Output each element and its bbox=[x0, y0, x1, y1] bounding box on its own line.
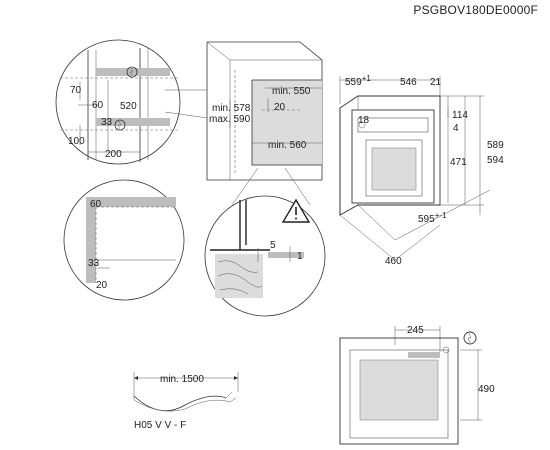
niche-min-550: min. 550 bbox=[272, 86, 311, 97]
zoom-dim-33: 33 bbox=[88, 258, 100, 269]
zoom-detail: 60 33 20 bbox=[63, 179, 185, 301]
niche-min-578: min. 578 bbox=[212, 103, 251, 114]
cabinet-dim-100: 100 bbox=[68, 136, 85, 147]
warning-detail: 5 1 bbox=[204, 195, 326, 317]
back-dim-245: 245 bbox=[407, 325, 424, 336]
oven-dim-589: 589 bbox=[487, 140, 504, 151]
oven-dim-18: 18 bbox=[358, 115, 370, 126]
document-code: PSGBOV180DE0000F bbox=[413, 3, 538, 17]
niche-min-560: min. 560 bbox=[268, 140, 307, 151]
niche-diagram: min. 578 max. 590 min. 550 20 min. 560 bbox=[206, 41, 323, 181]
oven-dim-546: 546 bbox=[400, 77, 417, 88]
back-view-diagram: 245 490 bbox=[339, 325, 495, 445]
oven-dim-4: 4 bbox=[453, 123, 459, 134]
cabinet-dim-200: 200 bbox=[105, 149, 122, 160]
cabinet-dim-70: 70 bbox=[70, 85, 82, 96]
oven-dim-21: 21 bbox=[430, 77, 442, 88]
power-plug-icon bbox=[463, 331, 477, 345]
niche-max-590: max. 590 bbox=[209, 114, 251, 125]
niche-dim-20: 20 bbox=[274, 102, 286, 113]
back-dim-490: 490 bbox=[478, 384, 495, 395]
cabinet-detail: 70 60 520 33 100 200 bbox=[55, 39, 181, 165]
warning-triangle-icon bbox=[281, 198, 311, 223]
oven-dim-595: 595+-1 bbox=[418, 211, 447, 225]
cabinet-dim-60: 60 bbox=[92, 100, 104, 111]
oven-dim-460: 460 bbox=[385, 256, 402, 267]
cable-type: H05 V V - F bbox=[134, 420, 186, 431]
zoom-dim-20: 20 bbox=[96, 280, 108, 291]
cabinet-dim-520: 520 bbox=[120, 101, 137, 112]
oven-dim-594: 594 bbox=[487, 155, 504, 166]
cable-diagram: min. 1500 H05 V V - F bbox=[133, 372, 239, 431]
warning-dim-1: 1 bbox=[297, 251, 303, 262]
oven-dim-559: 559+1 bbox=[345, 74, 371, 88]
zoom-dim-60: 60 bbox=[90, 199, 102, 210]
warning-dim-5: 5 bbox=[270, 240, 276, 251]
cabinet-dim-33: 33 bbox=[101, 117, 113, 128]
oven-diagram: 559+1 546 21 114 4 589 471 594 18 595+-1… bbox=[339, 74, 504, 267]
oven-dim-114: 114 bbox=[452, 110, 468, 121]
oven-dim-471: 471 bbox=[450, 157, 467, 168]
cable-min-length: min. 1500 bbox=[160, 374, 204, 385]
